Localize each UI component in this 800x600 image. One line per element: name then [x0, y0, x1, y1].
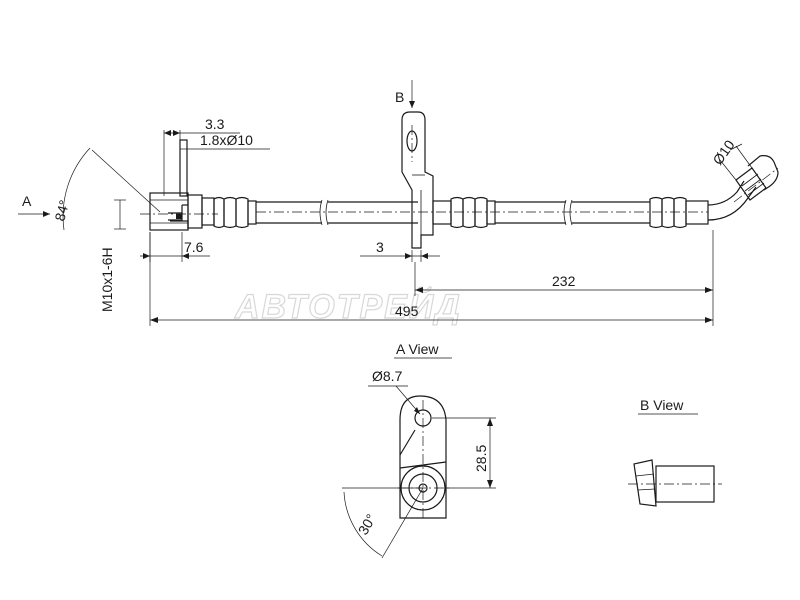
b-view-title: B View	[640, 397, 684, 413]
crimp-collar-right	[649, 196, 709, 229]
main-dimensions: A 84° M10x1-6H 3.3 1.8xØ10 7.6	[18, 80, 753, 326]
dim-dia10-banjo: Ø10	[709, 137, 737, 168]
thread-spec-label: M10x1-6H	[99, 247, 115, 312]
a-view-title: A View	[396, 341, 439, 357]
crimp-collar-middle	[432, 196, 496, 229]
hose-segment-2	[495, 199, 650, 226]
hose-segment-1	[256, 199, 418, 226]
dim-28-5: 28.5	[473, 445, 489, 472]
brake-hose-assembly	[140, 111, 779, 249]
dim-3: 3	[376, 239, 384, 255]
dim-232: 232	[552, 273, 576, 289]
crimp-collar-left	[213, 196, 257, 229]
dim-3-3: 3.3	[205, 116, 225, 132]
left-fitting	[140, 192, 218, 231]
angle-84-label: 84°	[51, 198, 72, 223]
dim-dia8-7: Ø8.7	[372, 368, 403, 384]
dim-495: 495	[395, 303, 419, 319]
dim-7-6: 7.6	[184, 239, 204, 255]
dim-1-8-dia10: 1.8xØ10	[200, 132, 253, 148]
b-view: B View	[628, 397, 722, 507]
bent-pipe-end	[707, 155, 779, 221]
arrow-a-label: A	[22, 193, 32, 209]
arrow-b-label: B	[395, 89, 404, 105]
a-view: A View Ø8.7 28.5 30°	[342, 341, 496, 559]
mounting-bracket	[401, 111, 434, 249]
